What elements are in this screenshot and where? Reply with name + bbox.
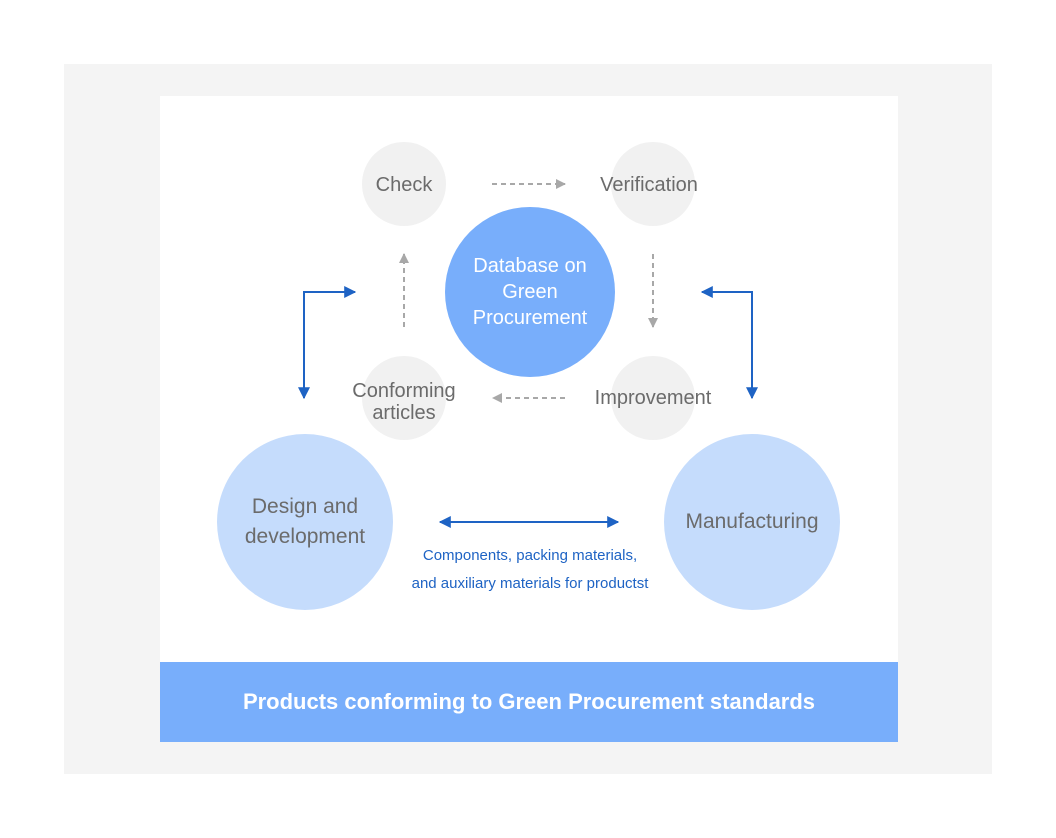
materials-flow-caption: Components, packing materials, and auxil…	[380, 542, 680, 598]
improvement-circle	[611, 356, 695, 440]
database-label: Database on Green Procurement	[472, 255, 588, 329]
check-circle	[362, 142, 446, 226]
design-development-label: Design and development	[245, 492, 365, 552]
design-label-line2: development	[244, 525, 366, 548]
verification-label: Verification	[600, 174, 698, 196]
improvement-label: Improvement	[594, 387, 712, 409]
diagram-panel	[160, 96, 898, 742]
design-label-line1: Design and	[251, 495, 359, 518]
design-development-circle: Design and development	[217, 434, 393, 610]
footer-banner: Products conforming to Green Procurement…	[160, 662, 898, 742]
manufacturing-label: Manufacturing	[685, 510, 819, 533]
conforming-circle	[362, 356, 446, 440]
conforming-label-line1: Conforming	[352, 380, 456, 402]
verification-circle	[611, 142, 695, 226]
footer-text: Products conforming to Green Procurement…	[242, 689, 816, 714]
manufacturing-circle: Manufacturing	[664, 434, 840, 610]
conforming-articles-label: Conforming articles	[334, 380, 474, 424]
conforming-label-line2: articles	[372, 402, 436, 424]
flow-caption-line1: Components, packing materials,	[422, 547, 638, 564]
database-circle: Database on Green Procurement	[445, 207, 615, 377]
check-label: Check	[375, 174, 433, 196]
flow-caption-line2: and auxiliary materials for productst	[411, 575, 649, 592]
